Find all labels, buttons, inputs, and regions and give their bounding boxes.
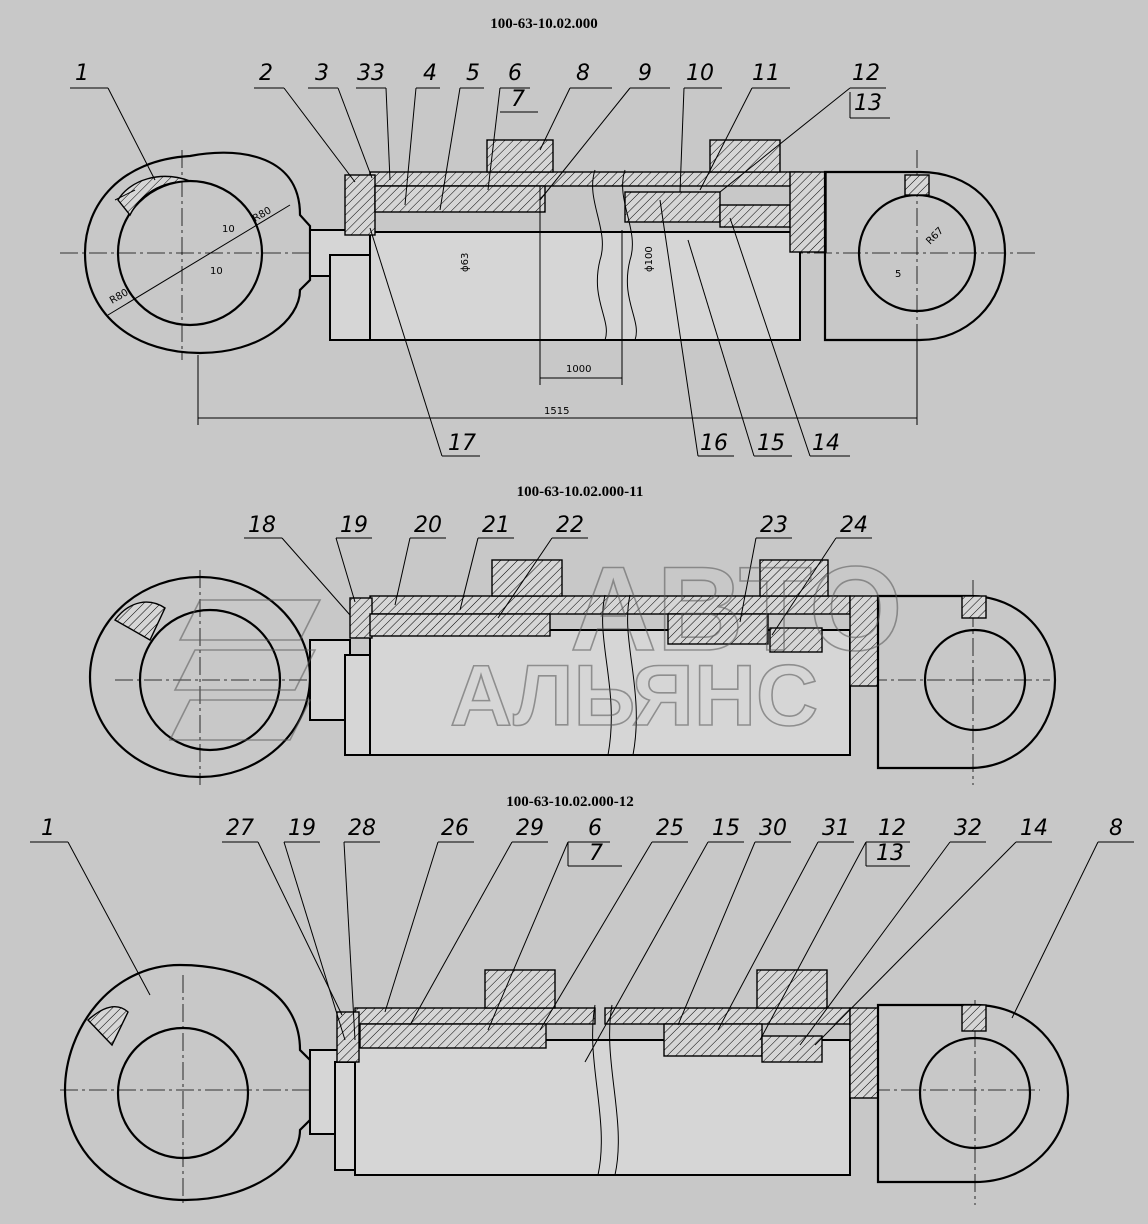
callout: 15	[757, 431, 785, 456]
callout: 33	[357, 61, 385, 86]
callout: 7	[589, 841, 603, 866]
view3-title: 100-63-10.02.000-12	[506, 794, 634, 810]
dim-r67: R67	[924, 225, 946, 247]
view3: 1 27 19 28 26 29 6 7 25 15 30 31 12	[30, 816, 1134, 1205]
callout: 12	[878, 816, 906, 841]
callout: 14	[812, 431, 840, 456]
callout: 29	[516, 816, 544, 841]
callout: 23	[760, 513, 788, 538]
callout: 9	[638, 61, 652, 86]
dim-d100: ϕ100	[644, 246, 655, 272]
callout: 7	[511, 87, 525, 112]
callout: 13	[854, 91, 882, 116]
callout: 11	[752, 61, 780, 86]
base-eye-right	[823, 170, 1007, 342]
view1-callouts-bottom: 17 16 15 14	[369, 199, 850, 457]
callout: 10	[686, 61, 714, 86]
view1-title: 100-63-10.02.000	[490, 16, 598, 32]
callout: 2	[259, 61, 273, 86]
callout: 15	[712, 816, 740, 841]
callout: 8	[1109, 816, 1123, 841]
rod-eye-left	[83, 151, 312, 355]
callout: 16	[700, 431, 728, 456]
view2-callouts: 18 19 20 21 22 23 24	[244, 513, 872, 636]
callout: 4	[423, 61, 437, 86]
callout: 21	[482, 513, 510, 538]
view2: 18 19 20 21 22 23 24	[88, 513, 1057, 785]
callout: 5	[466, 61, 480, 86]
dim-1000: 1000	[566, 364, 591, 375]
callout: 32	[954, 816, 982, 841]
watermark-line2: АЛЬЯНС	[450, 648, 818, 744]
callout: 13	[876, 841, 904, 866]
view2-title: 100-63-10.02.000-11	[517, 484, 644, 500]
callout: 3	[315, 61, 329, 86]
callout: 30	[759, 816, 787, 841]
callout: 6	[588, 816, 602, 841]
watermark-line1: АВТО	[570, 542, 902, 676]
callout: 20	[414, 513, 442, 538]
dim-10a: 10	[222, 224, 235, 235]
dim-10b: 10	[210, 266, 223, 277]
view1-callouts-top: 1 2 3 33 4 5 6 7 8 9 10 11 12 1	[70, 61, 890, 211]
callout: 14	[1020, 816, 1048, 841]
callout: 6	[508, 61, 522, 86]
watermark: АВТО АЛЬЯНС	[168, 541, 903, 745]
callout: 19	[340, 513, 368, 538]
callout: 1	[41, 816, 55, 841]
view3-callouts: 1 27 19 28 26 29 6 7 25 15 30 31 12	[30, 816, 1134, 1063]
callout: 25	[656, 816, 684, 841]
callout: 12	[852, 61, 880, 86]
view1: 1515 1000 R80 R80 10 10 ϕ63 ϕ100 R67 5 1…	[60, 61, 1035, 457]
callout: 19	[288, 816, 316, 841]
callout: 17	[448, 431, 476, 456]
callout: 18	[248, 513, 276, 538]
callout: 28	[348, 816, 376, 841]
callout: 26	[441, 816, 469, 841]
callout: 22	[556, 513, 584, 538]
dim-d63: ϕ63	[460, 253, 471, 272]
callout: 24	[840, 513, 868, 538]
callout: 8	[576, 61, 590, 86]
callout: 1	[75, 61, 89, 86]
dim-1515: 1515	[544, 406, 569, 417]
callout: 27	[226, 816, 254, 841]
dim-5: 5	[895, 269, 901, 280]
callout: 31	[822, 816, 850, 841]
